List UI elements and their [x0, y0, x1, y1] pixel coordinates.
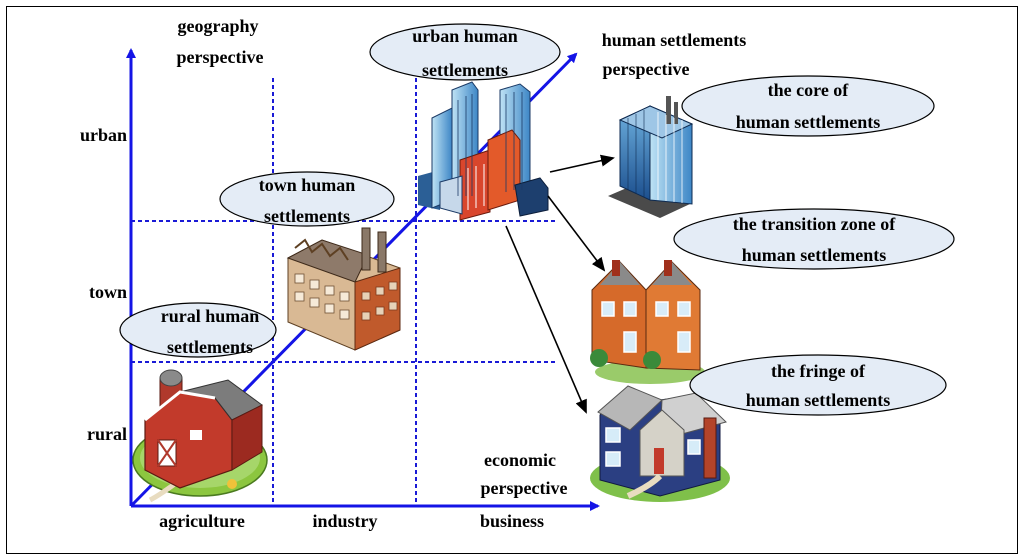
x-label-agriculture: agriculture	[159, 511, 245, 531]
bubble-fringe-line1: the fringe of	[771, 361, 866, 381]
x-label-business: business	[480, 511, 544, 531]
y-label-town: town	[89, 282, 127, 302]
bubble-rural: rural human settlements	[119, 302, 277, 358]
zone-connectors	[505, 154, 615, 414]
bubble-rural-line1: rural human	[161, 306, 260, 326]
city-skyscrapers-icon	[418, 81, 549, 221]
office-tower-icon	[608, 96, 694, 218]
economic-perspective-line2: perspective	[481, 478, 568, 498]
bubble-fringe-line2: human settlements	[746, 390, 891, 410]
y-label-urban: urban	[80, 125, 127, 145]
x-label-industry: industry	[312, 511, 377, 531]
bubble-transition-line2: human settlements	[742, 245, 887, 265]
arrow-to-transition	[547, 195, 606, 272]
bubble-core: the core of human settlements	[681, 75, 935, 137]
factory-icon	[286, 227, 401, 351]
bubble-fringe: the fringe of human settlements	[689, 354, 947, 416]
human-settlements-perspective-line1: human settlements	[602, 30, 747, 50]
bubble-core-line1: the core of	[768, 80, 850, 100]
geography-perspective-line1: geography	[178, 16, 259, 36]
bubble-rural-line2: settlements	[167, 337, 253, 357]
arrow-to-core	[549, 154, 615, 173]
bubble-town-line1: town human	[259, 175, 356, 195]
y-label-rural: rural	[87, 424, 127, 444]
arrow-to-fringe	[505, 225, 587, 414]
townhouses-icon	[590, 260, 705, 384]
bubble-town-line2: settlements	[264, 206, 350, 226]
bubble-town: town human settlements	[219, 171, 395, 227]
economic-perspective-line1: economic	[484, 450, 556, 470]
bubble-urban-line2: settlements	[422, 60, 508, 80]
human-settlements-perspective-line2: perspective	[603, 59, 690, 79]
bubble-transition: the transition zone of human settlements	[673, 208, 955, 270]
bubble-urban-line1: urban human	[412, 26, 518, 46]
farm-barn-icon	[132, 369, 268, 503]
bubble-transition-line1: the transition zone of	[733, 214, 896, 234]
bubble-core-line2: human settlements	[736, 112, 881, 132]
suburban-house-icon	[590, 385, 730, 502]
bubble-urban: urban human settlements	[369, 23, 561, 81]
geography-perspective-line2: perspective	[177, 47, 264, 67]
